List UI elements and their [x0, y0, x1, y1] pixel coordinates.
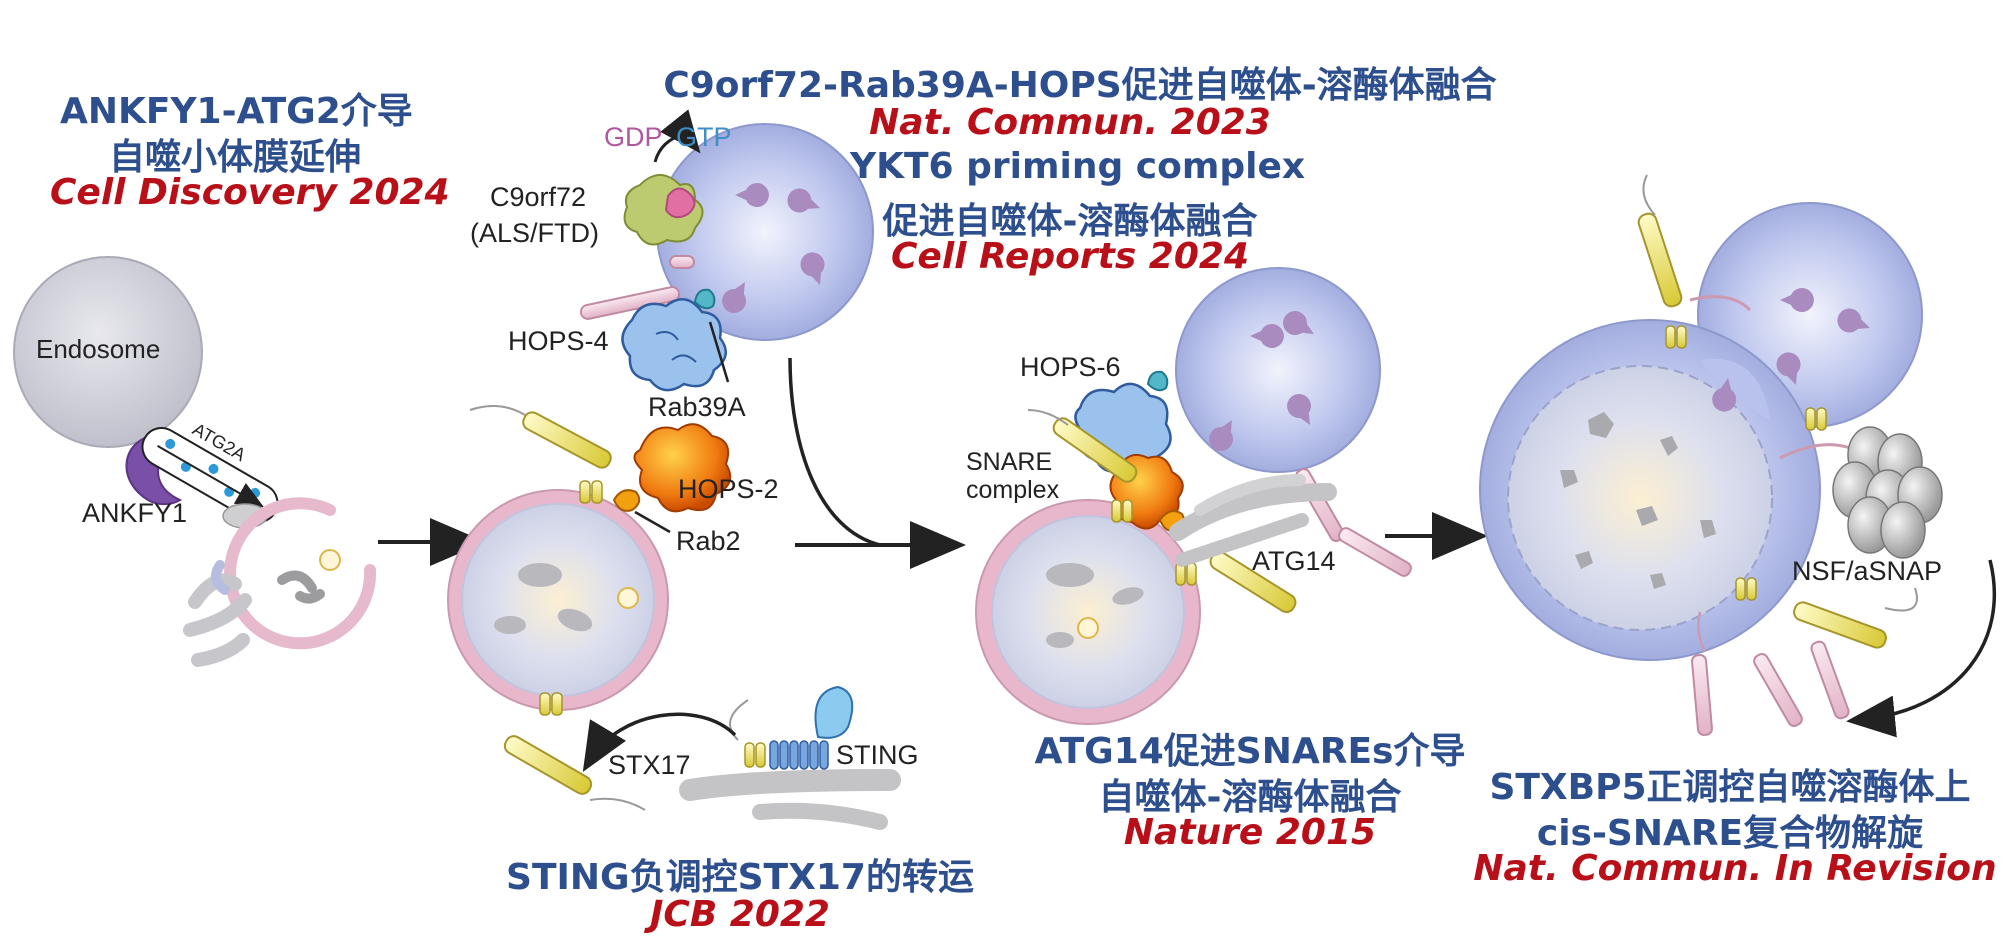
ykt6-title-line1: YKT6 priming complex — [850, 146, 1306, 187]
hops2-complex — [633, 423, 732, 513]
als-ftd-label: (ALS/FTD) — [470, 218, 600, 248]
ankfy1-reference: Cell Discovery 2024 — [50, 172, 450, 213]
sting-label: STING — [836, 740, 919, 770]
nsf-asnap-complex — [1832, 426, 1943, 559]
panel-atg14 — [975, 267, 1415, 725]
atg14-protein — [1169, 483, 1337, 541]
c9orf72-reference: Nat. Commun. 2023 — [869, 102, 1271, 143]
ankfy1-title-line2: 自噬小体膜延伸 — [108, 137, 361, 178]
hops2-label: HOPS-2 — [678, 474, 779, 504]
atg14-reference: Nature 2015 — [1123, 812, 1377, 853]
sting-protein — [769, 685, 854, 770]
hops4-complex — [621, 288, 727, 392]
rab2-label: Rab2 — [676, 526, 741, 556]
gdp-label: GDP — [604, 122, 663, 152]
ankfy1-title-line1: ANKFY1-ATG2介导 — [60, 91, 413, 132]
panel-sting — [582, 685, 901, 830]
rab39a-protein — [693, 288, 716, 310]
ykt6-reference: Cell Reports 2024 — [890, 236, 1249, 277]
atg14-label: ATG14 — [1252, 546, 1336, 576]
panel-stxbp5 — [1479, 174, 1996, 738]
panel-ankfy1 — [13, 256, 377, 667]
panel-c9orf72 — [579, 109, 874, 392]
hops6-label: HOPS-6 — [1020, 352, 1121, 382]
rab2-protein — [612, 489, 641, 512]
sting-reference: JCB 2022 — [650, 894, 830, 935]
endosome-label: Endosome — [36, 334, 161, 364]
ankfy1-protein — [125, 434, 183, 506]
atg14-title-line2: 自噬体-溶酶体融合 — [1098, 777, 1402, 818]
endosome-vesicle — [13, 256, 203, 448]
atg14-title-line1: ATG14促进SNAREs介导 — [1034, 731, 1466, 772]
c9orf72-title: C9orf72-Rab39A-HOPS促进自噬体-溶酶体融合 — [663, 65, 1497, 106]
rab39a-label: Rab39A — [648, 392, 746, 422]
stxbp5-reference: Nat. Commun. In Revision — [1473, 848, 1997, 889]
hops4-label: HOPS-4 — [508, 326, 609, 356]
snare-complex-label-line2: complex — [966, 476, 1060, 504]
stxbp5-title-line1: STXBP5正调控自噬溶酶体上 — [1489, 767, 1971, 808]
c9orf72-label: C9orf72 — [490, 182, 587, 212]
stx17-label: STX17 — [608, 750, 691, 780]
atg2a-protein — [141, 427, 279, 523]
ykt6-title-line2: 促进自噬体-溶酶体融合 — [882, 201, 1258, 242]
stxbp5-title-line2: cis-SNARE复合物解旋 — [1536, 813, 1924, 854]
ankfy1-label: ANKFY1 — [82, 498, 188, 528]
panel-hops2 — [447, 405, 732, 811]
nsf-asnap-label: NSF/aSNAP — [1792, 556, 1943, 586]
snare-complex-label-line1: SNARE — [966, 448, 1053, 476]
gtp-label: GTP — [676, 122, 732, 152]
lysosome-atg14 — [1175, 267, 1381, 473]
sting-title: STING负调控STX17的转运 — [506, 857, 974, 898]
